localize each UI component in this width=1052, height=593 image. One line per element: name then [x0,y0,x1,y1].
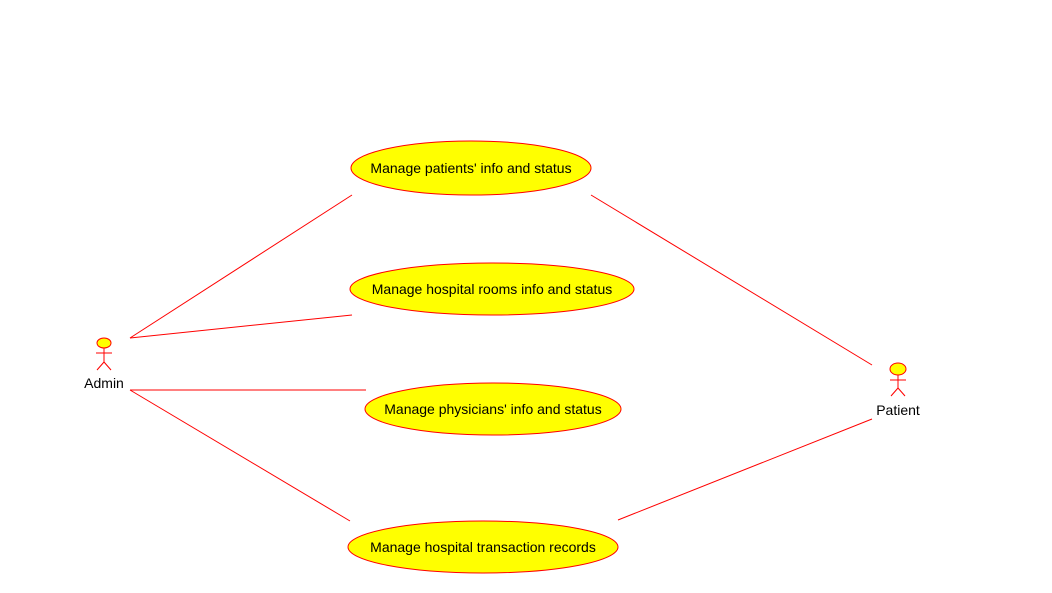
stick-figure-icon [96,337,112,371]
use-case-label: Manage hospital transaction records [370,539,596,555]
use-case-ellipse [350,140,592,196]
association-admin-rooms [129,314,353,339]
actor-label-patient: Patient [876,402,920,418]
use-case-label: Manage patients' info and status [370,160,571,176]
use-case-label: Manage physicians' info and status [384,401,601,417]
association-admin-patients [129,194,353,339]
use-case-label: Manage hospital rooms info and status [372,281,612,297]
association-patient-patients [590,194,873,366]
use-case-physicians[interactable]: Manage physicians' info and status [364,382,622,436]
use-case-rooms[interactable]: Manage hospital rooms info and status [349,262,635,316]
stick-figure-icon [889,362,907,397]
actor-patient[interactable]: Patient [876,362,920,418]
use-case-ellipse [364,382,622,436]
actor-label-admin: Admin [84,375,124,391]
use-case-ellipse [349,262,635,316]
association-patient-transactions [617,418,873,521]
use-case-ellipse [347,520,619,574]
actor-admin[interactable]: Admin [84,337,124,391]
use-case-transactions[interactable]: Manage hospital transaction records [347,520,619,574]
use-case-patients[interactable]: Manage patients' info and status [350,140,592,196]
association-lines [129,194,873,522]
association-admin-transactions [129,389,351,522]
